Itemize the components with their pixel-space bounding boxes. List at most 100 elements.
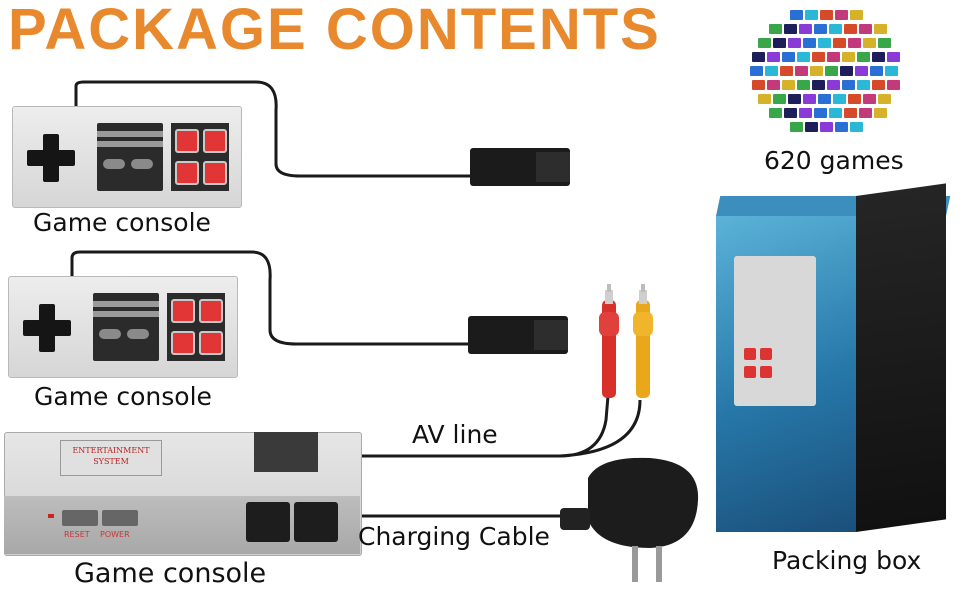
red-button <box>175 129 199 153</box>
av-yellow-plug <box>633 284 653 398</box>
game-tile <box>784 24 797 34</box>
game-tile <box>844 24 857 34</box>
reset-label: RESET <box>64 530 90 539</box>
reset-button <box>62 510 98 526</box>
game-tile <box>874 108 887 118</box>
game-tile <box>827 80 840 90</box>
game-tile <box>878 94 891 104</box>
game-tile <box>818 38 831 48</box>
controller-1-label: Game console <box>33 208 211 237</box>
game-tile <box>859 108 872 118</box>
game-tile <box>773 38 786 48</box>
power-adapter <box>560 457 699 582</box>
game-tile <box>750 66 763 76</box>
game-tile <box>848 38 861 48</box>
game-tile <box>799 108 812 118</box>
games-label: 620 games <box>764 146 904 175</box>
game-tile <box>769 24 782 34</box>
game-tile <box>814 108 827 118</box>
red-button <box>199 299 223 323</box>
game-tile <box>872 80 885 90</box>
red-button <box>175 161 199 185</box>
game-tile <box>859 24 872 34</box>
power-label: POWER <box>100 530 130 539</box>
console-label: Game console <box>74 558 267 589</box>
game-tile <box>820 122 833 132</box>
game-tile <box>805 122 818 132</box>
controller-2-cable <box>70 250 472 346</box>
game-tile <box>842 80 855 90</box>
game-tile <box>803 94 816 104</box>
game-tile <box>810 66 823 76</box>
game-tile <box>835 122 848 132</box>
game-tile <box>795 66 808 76</box>
power-led <box>48 514 54 518</box>
game-tile <box>812 80 825 90</box>
game-tile <box>872 52 885 62</box>
game-tile <box>850 122 863 132</box>
red-button <box>203 129 227 153</box>
game-tile <box>887 80 900 90</box>
game-tile <box>767 80 780 90</box>
red-button <box>171 331 195 355</box>
controller-2 <box>8 276 238 378</box>
game-tile <box>827 52 840 62</box>
game-tile <box>758 38 771 48</box>
game-tile <box>835 10 848 20</box>
console-nameplate: ENTERTAINMENT SYSTEM <box>60 440 162 476</box>
game-tile <box>833 38 846 48</box>
game-tile <box>878 38 891 48</box>
game-tile <box>829 24 842 34</box>
game-tile <box>812 52 825 62</box>
box-console-photo <box>734 256 816 406</box>
game-tile <box>782 80 795 90</box>
av-red-plug <box>599 284 619 398</box>
game-tile <box>842 52 855 62</box>
game-tile <box>833 94 846 104</box>
game-tile <box>788 94 801 104</box>
power-button <box>102 510 138 526</box>
game-tile <box>825 66 838 76</box>
game-tile <box>799 24 812 34</box>
game-tile <box>790 10 803 20</box>
packing-box-label: Packing box <box>772 546 922 575</box>
red-button <box>199 331 223 355</box>
controller-1 <box>12 106 242 208</box>
game-tile <box>885 66 898 76</box>
game-tile <box>857 80 870 90</box>
game-tile <box>765 66 778 76</box>
game-tile <box>844 108 857 118</box>
page-title: PACKAGE CONTENTS <box>8 0 661 62</box>
controller-1-cable <box>74 80 474 178</box>
game-tile <box>767 52 780 62</box>
controller-port-2 <box>294 502 338 542</box>
game-tile <box>797 52 810 62</box>
packing-box-image <box>716 183 951 532</box>
game-tile <box>752 52 765 62</box>
game-tile <box>803 38 816 48</box>
game-tile <box>850 10 863 20</box>
game-tile <box>870 66 883 76</box>
games-collage-image <box>740 6 920 140</box>
red-button <box>203 161 227 185</box>
game-console: ENTERTAINMENT SYSTEM RESET POWER <box>4 432 362 556</box>
controller-port-1 <box>246 502 290 542</box>
game-tile <box>857 52 870 62</box>
game-tile <box>788 38 801 48</box>
game-tile <box>887 52 900 62</box>
game-tile <box>780 66 793 76</box>
game-tile <box>818 94 831 104</box>
av-cable <box>360 395 642 458</box>
av-line-label: AV line <box>412 420 498 449</box>
charging-cable <box>360 514 591 522</box>
game-tile <box>829 108 842 118</box>
game-tile <box>797 80 810 90</box>
game-tile <box>820 10 833 20</box>
game-tile <box>874 24 887 34</box>
game-tile <box>805 10 818 20</box>
game-tile <box>758 94 771 104</box>
game-tile <box>863 38 876 48</box>
game-tile <box>814 24 827 34</box>
game-tile <box>752 80 765 90</box>
